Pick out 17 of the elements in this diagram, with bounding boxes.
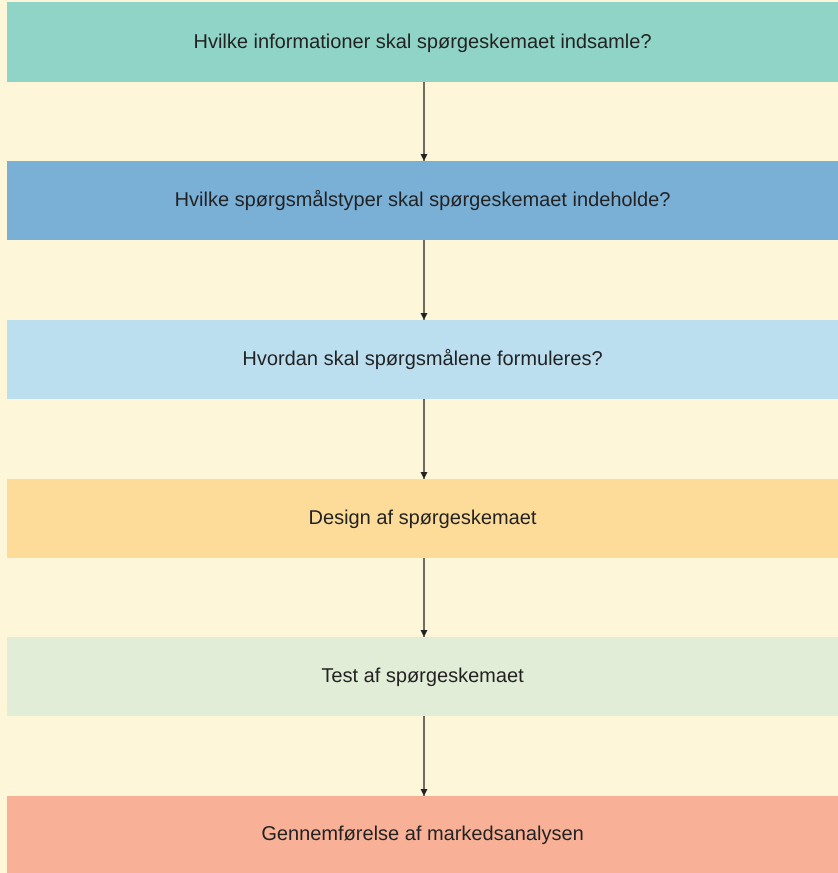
process-box [7, 637, 838, 716]
step-text: Test af spørgeskemaet [321, 665, 524, 688]
process-box [7, 796, 838, 873]
step-text: Design af spørgeskemaet [308, 507, 536, 530]
step-text: Hvordan skal spørgsmålene formuleres? [242, 348, 603, 371]
arrow [420, 399, 428, 479]
arrow [420, 240, 428, 320]
process-box [7, 2, 838, 82]
step-text: Gennemførelse af markedsanalysen [261, 823, 584, 846]
process-box [7, 320, 838, 399]
step-text: Hvilke informationer skal spørgeskemaet indsamle? [194, 30, 652, 54]
step-text: Hvilke spørgsmålstyper skal spørgeskemaet indeholde? [174, 189, 670, 212]
process-box [7, 479, 838, 558]
process-box [7, 161, 838, 240]
arrow [420, 716, 428, 796]
arrow [420, 558, 428, 637]
arrow [420, 82, 428, 161]
